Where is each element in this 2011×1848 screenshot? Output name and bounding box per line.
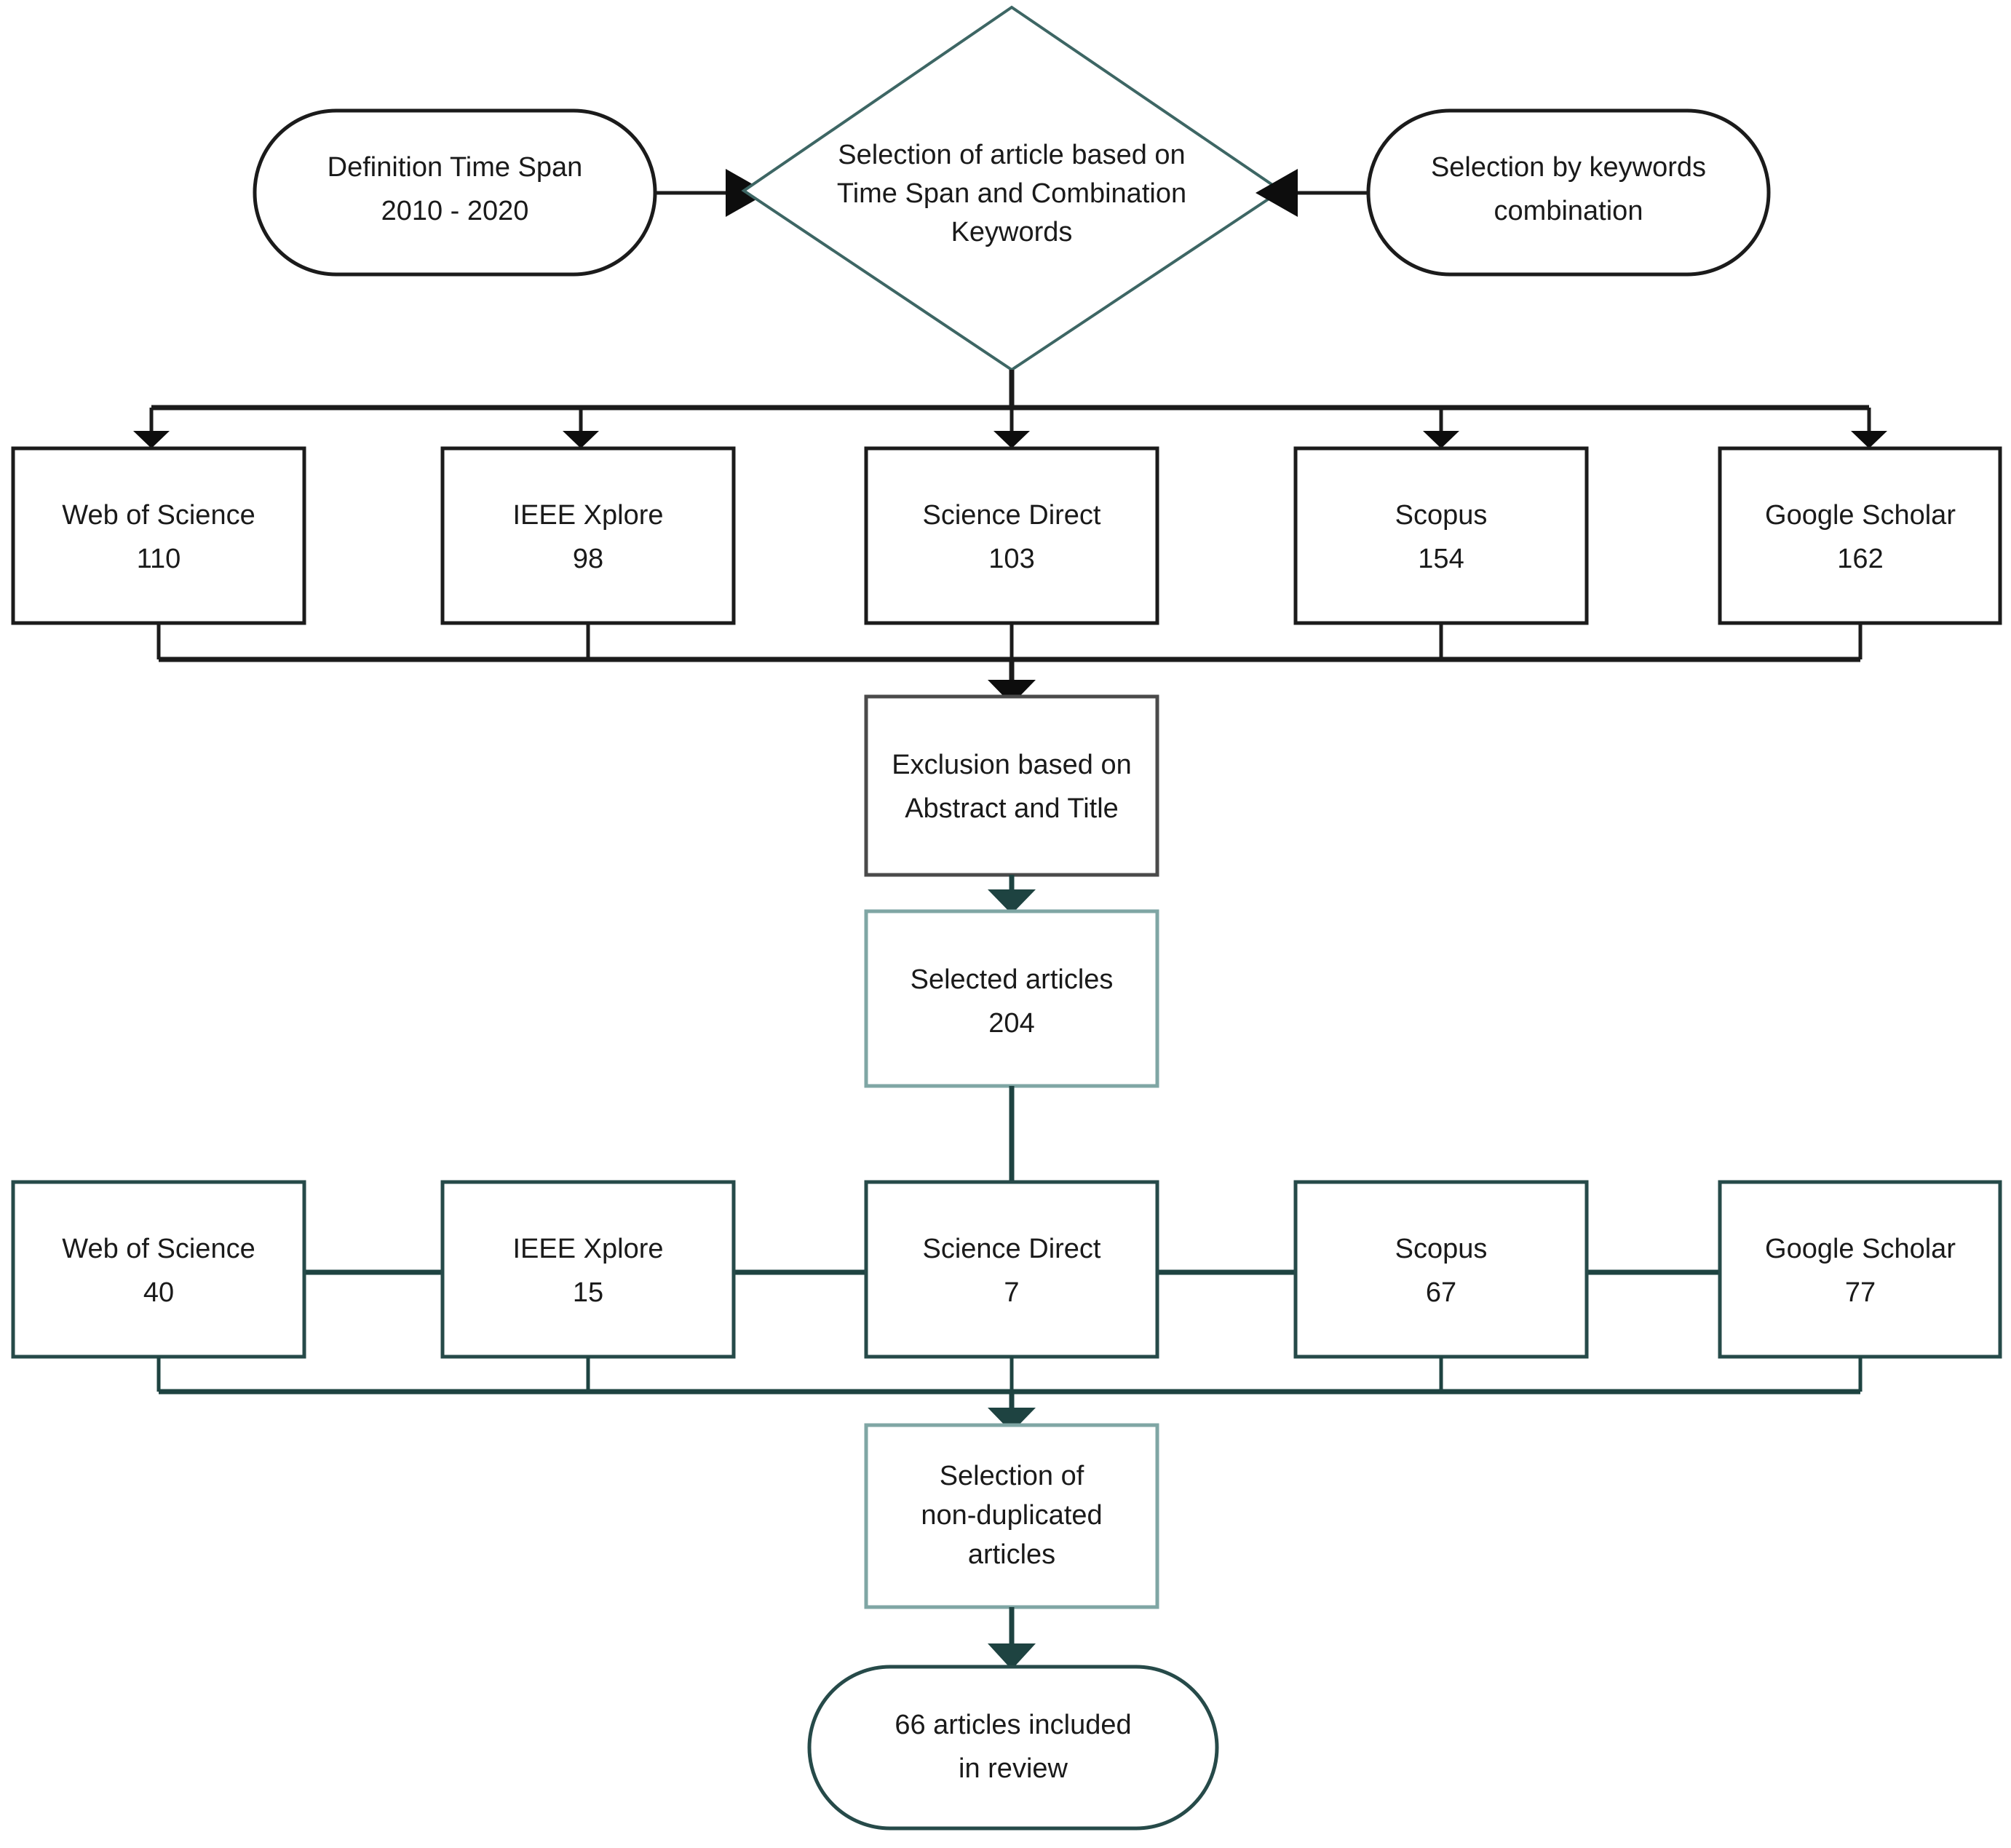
node-initial-db-ieee-xplore[interactable]: IEEE Xplore 98	[440, 446, 736, 625]
selection-decision-line-1: Selection of article based on	[838, 140, 1185, 170]
node-selected-db-google-scholar[interactable]: Google Scholar 77	[1718, 1180, 2002, 1359]
node-initial-db-science-direct[interactable]: Science Direct 103	[864, 446, 1159, 625]
node-initial-db-scopus[interactable]: Scopus 154	[1293, 446, 1589, 625]
selected-db-1-name: IEEE Xplore	[513, 1234, 664, 1264]
connector-initial-databases-to-exclusion	[156, 623, 1863, 705]
selected-articles-shape	[864, 909, 1159, 1088]
initial-db-1-count: 98	[573, 544, 603, 574]
selection-by-keywords-shape	[1366, 108, 1771, 277]
selected-db-4-name: Google Scholar	[1765, 1234, 1956, 1264]
initial-db-0-name: Web of Science	[62, 500, 255, 531]
node-exclusion[interactable]: Exclusion based on Abstract and Title	[864, 694, 1159, 877]
node-deduplication[interactable]: Selection of non-duplicated articles	[864, 1423, 1159, 1609]
node-selection-decision[interactable]: Selection of article based on Time Span …	[741, 5, 1284, 372]
connector-bus-to-initial-databases	[133, 370, 1887, 448]
final-articles-line-2: in review	[959, 1753, 1068, 1784]
node-selected-db-web-of-science[interactable]: Web of Science 40	[11, 1180, 306, 1359]
selected-articles-line-1: Selected articles	[911, 964, 1114, 995]
deduplication-line-2: non-duplicated	[921, 1500, 1102, 1531]
initial-db-3-count: 154	[1418, 544, 1464, 574]
final-articles-shape	[807, 1665, 1219, 1831]
arrow-exclusion-to-selected-articles	[988, 875, 1036, 914]
selected-db-3-name: Scopus	[1395, 1234, 1488, 1264]
selected-db-3-count: 67	[1426, 1277, 1456, 1308]
selected-db-0-count: 40	[143, 1277, 174, 1308]
initial-db-0-count: 110	[137, 544, 181, 574]
selection-decision-line-3: Keywords	[951, 217, 1073, 247]
deduplication-line-3: articles	[968, 1539, 1055, 1570]
connector-selected-databases-to-dedup	[156, 1357, 1863, 1432]
node-selected-db-ieee-xplore[interactable]: IEEE Xplore 15	[440, 1180, 736, 1359]
definition-time-span-line-1: Definition Time Span	[328, 152, 583, 183]
deduplication-line-1: Selection of	[940, 1461, 1084, 1491]
definition-time-span-line-2: 2010 - 2020	[381, 196, 529, 226]
initial-db-2-shape	[864, 446, 1159, 625]
arrow-keywords-to-decision	[1256, 169, 1368, 217]
selected-db-0-shape	[11, 1180, 306, 1359]
node-final-articles-included[interactable]: 66 articles included in review	[807, 1665, 1219, 1831]
selection-decision-line-2: Time Span and Combination	[837, 178, 1186, 209]
initial-db-1-name: IEEE Xplore	[513, 500, 664, 531]
deduplication-shape	[864, 1423, 1159, 1609]
final-articles-line-1: 66 articles included	[895, 1710, 1131, 1740]
exclusion-line-2: Abstract and Title	[905, 793, 1119, 824]
selection-by-keywords-line-1: Selection by keywords	[1431, 152, 1706, 183]
node-initial-db-google-scholar[interactable]: Google Scholar 162	[1718, 446, 2002, 625]
node-selected-articles[interactable]: Selected articles 204	[864, 909, 1159, 1088]
selected-db-4-shape	[1718, 1180, 2002, 1359]
initial-db-2-count: 103	[988, 544, 1034, 574]
selection-by-keywords-line-2: combination	[1494, 196, 1643, 226]
selected-db-2-name: Science Direct	[923, 1234, 1101, 1264]
node-selection-by-keywords[interactable]: Selection by keywords combination	[1366, 108, 1771, 277]
initial-db-3-name: Scopus	[1395, 500, 1488, 531]
selected-db-2-shape	[864, 1180, 1159, 1359]
exclusion-shape	[864, 694, 1159, 877]
node-selected-db-scopus[interactable]: Scopus 67	[1293, 1180, 1589, 1359]
node-selected-db-science-direct[interactable]: Science Direct 7	[864, 1180, 1159, 1359]
selected-db-4-count: 77	[1845, 1277, 1876, 1308]
selected-db-1-shape	[440, 1180, 736, 1359]
node-initial-db-web-of-science[interactable]: Web of Science 110	[11, 446, 306, 625]
selected-db-2-count: 7	[1004, 1277, 1019, 1308]
initial-db-4-count: 162	[1837, 544, 1883, 574]
selected-db-3-shape	[1293, 1180, 1589, 1359]
exclusion-line-1: Exclusion based on	[892, 750, 1132, 780]
initial-db-4-name: Google Scholar	[1765, 500, 1956, 531]
initial-db-1-shape	[440, 446, 736, 625]
initial-db-4-shape	[1718, 446, 2002, 625]
initial-db-3-shape	[1293, 446, 1589, 625]
node-definition-time-span[interactable]: Definition Time Span 2010 - 2020	[253, 108, 657, 277]
definition-time-span-shape	[253, 108, 657, 277]
selected-db-0-name: Web of Science	[62, 1234, 255, 1264]
arrow-dedup-to-final	[988, 1607, 1036, 1670]
initial-db-0-shape	[11, 446, 306, 625]
initial-db-2-name: Science Direct	[923, 500, 1101, 531]
selected-db-1-count: 15	[573, 1277, 603, 1308]
selected-articles-line-2: 204	[988, 1008, 1034, 1039]
